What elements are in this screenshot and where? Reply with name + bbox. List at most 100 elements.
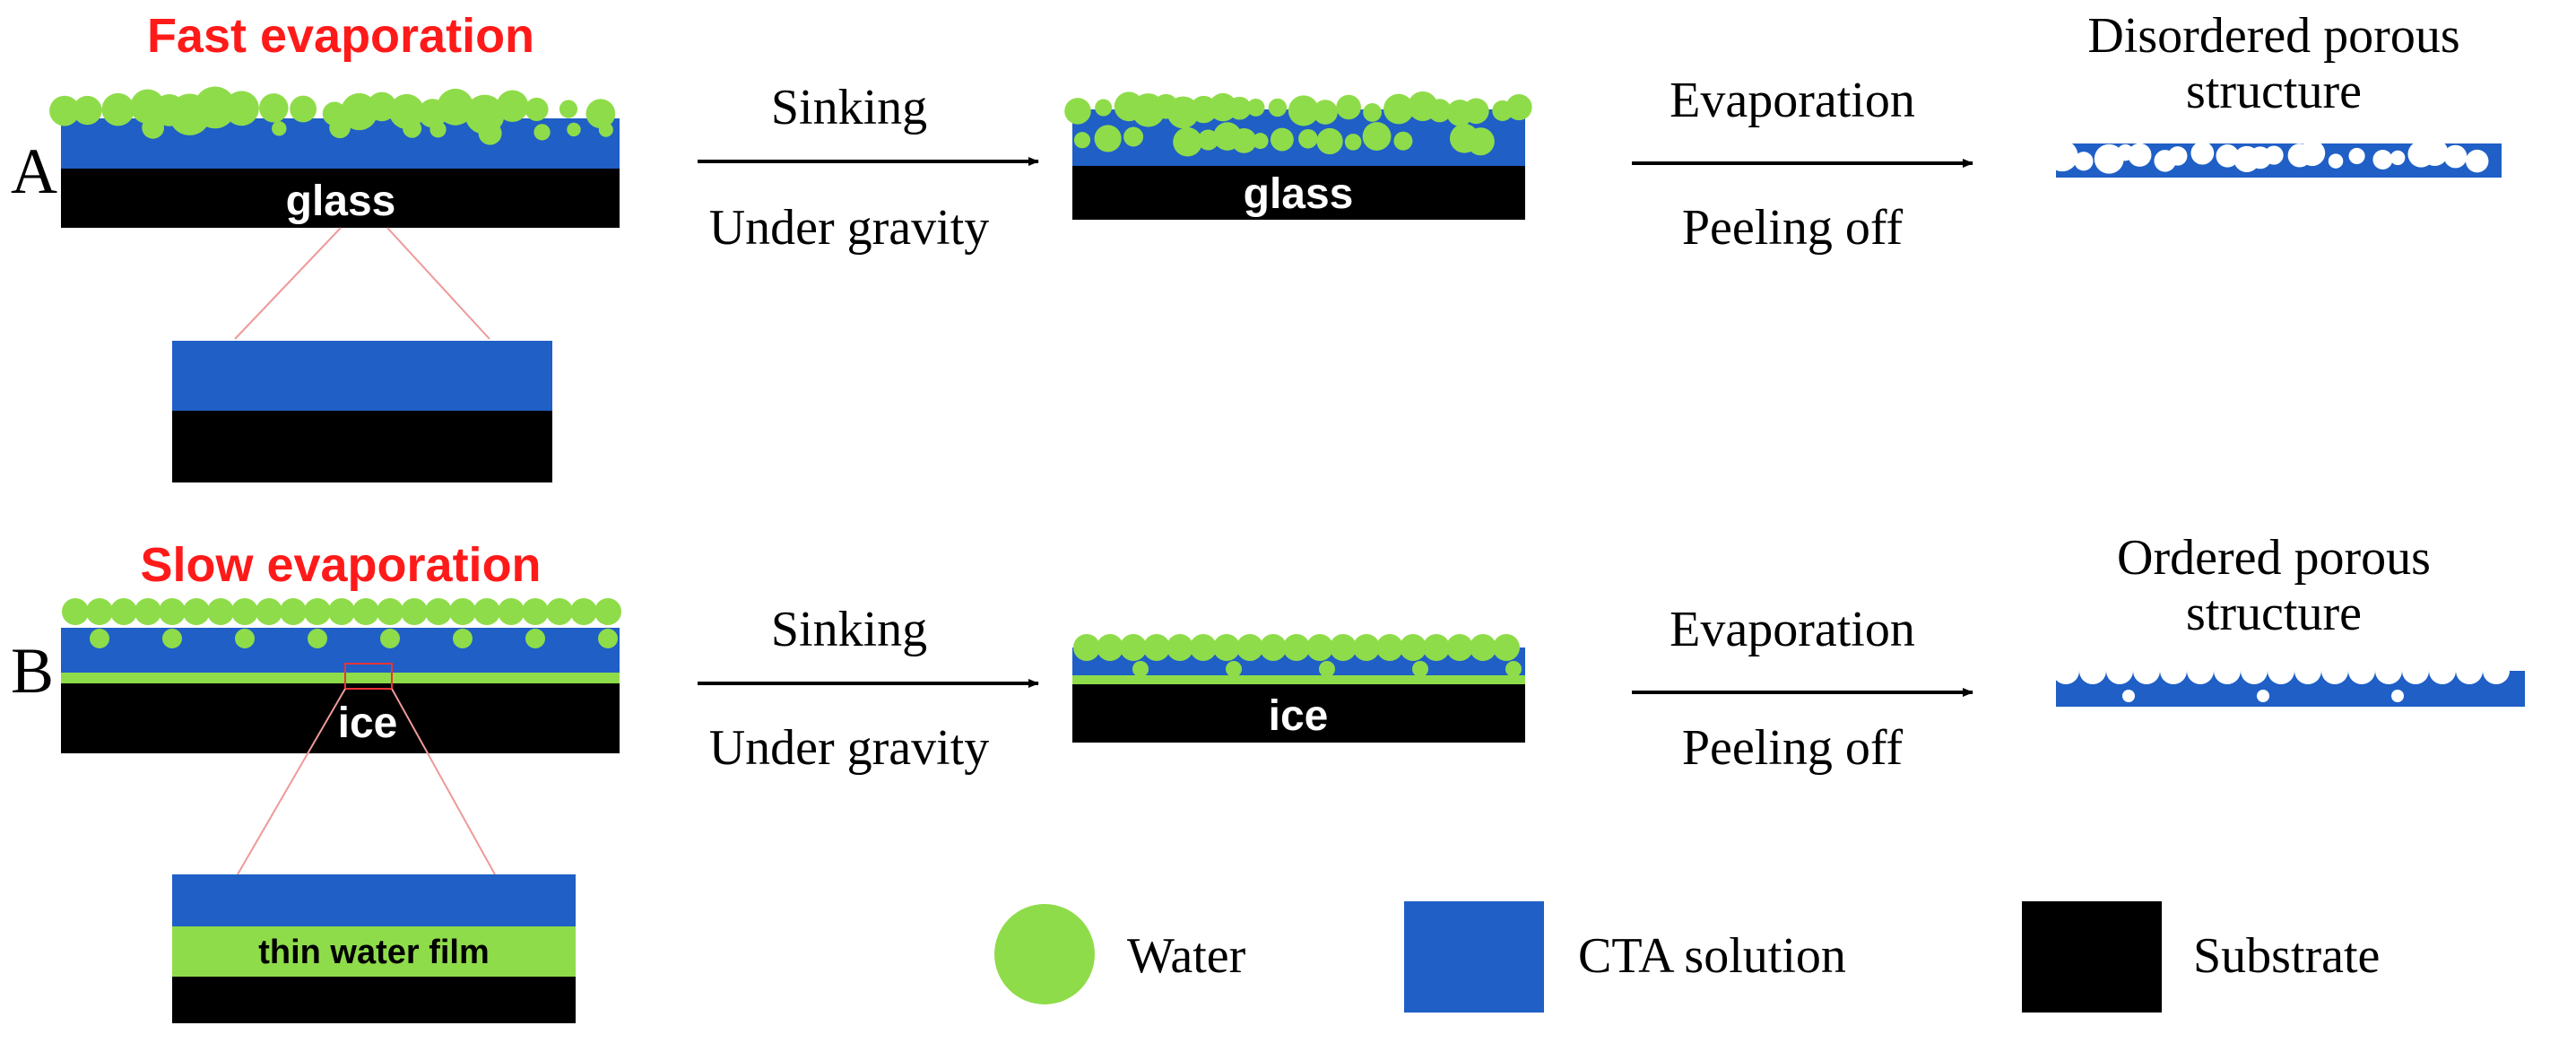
water-droplet: [1344, 134, 1362, 151]
pore: [2079, 657, 2106, 684]
pore: [2257, 690, 2269, 702]
row-b-step2-top-label: Evaporation: [1670, 602, 1915, 657]
row-a-substrate: [61, 169, 620, 228]
water-droplet: [308, 629, 327, 648]
row-a-sunk-film: glass: [1064, 91, 1532, 220]
row-a-zoom-line-left: [234, 227, 342, 340]
row-a-step2-top-label: Evaporation: [1670, 73, 1915, 128]
water-droplet: [1283, 634, 1310, 661]
pore: [2122, 690, 2135, 702]
pore: [2190, 141, 2215, 165]
water-droplet: [546, 598, 573, 625]
water-droplet: [1363, 103, 1382, 122]
water-droplet: [224, 91, 259, 126]
row-b-letter: B: [11, 635, 54, 707]
water-droplet: [1173, 126, 1202, 157]
water-droplet: [1362, 122, 1392, 151]
water-droplet: [1400, 634, 1427, 661]
water-droplet: [1427, 99, 1452, 123]
water-droplet: [425, 598, 452, 625]
water-droplet: [1260, 634, 1287, 661]
pore: [2294, 657, 2321, 684]
row-a-zoom-line-right: [386, 227, 490, 340]
water-droplet: [1336, 94, 1361, 120]
row-b-zoom-line-right: [391, 688, 496, 875]
pore: [2046, 140, 2078, 172]
row-b-result-line2: structure: [2186, 586, 2362, 641]
row-b-step1-top-label: Sinking: [771, 602, 927, 657]
pore: [2167, 146, 2188, 166]
row-b-step2-bottom-label: Peeling off: [1682, 720, 1904, 776]
water-droplet: [570, 598, 597, 625]
water-droplet: [207, 598, 234, 625]
water-droplet: [429, 121, 447, 138]
water-droplet: [1383, 93, 1414, 125]
row-b-sunk-substrate: [1072, 684, 1525, 743]
water-droplet: [1376, 634, 1403, 661]
water-droplet: [231, 598, 258, 625]
pore: [2106, 657, 2133, 684]
water-droplet: [1236, 634, 1263, 661]
row-a-step1-bottom-label: Under gravity: [709, 200, 990, 256]
water-droplet: [159, 598, 186, 625]
water-droplet: [449, 598, 476, 625]
water-droplet: [280, 598, 307, 625]
pore: [2052, 657, 2079, 684]
water-droplet: [142, 116, 165, 139]
row-b-zoom-line-left: [237, 688, 346, 875]
water-droplet: [1268, 98, 1288, 117]
row-b-step1-bottom-label: Under gravity: [709, 720, 990, 776]
row-b-title: Slow evaporation: [140, 538, 541, 592]
water-droplet: [162, 629, 182, 648]
row-b-water-droplets: [62, 598, 621, 648]
water-droplet: [585, 99, 616, 129]
row-a-inset-cta: [172, 341, 552, 411]
water-droplet: [1412, 661, 1428, 677]
row-b-zoom-inset: thin water film: [172, 874, 576, 1023]
pore: [2466, 149, 2489, 173]
water-droplet: [110, 598, 137, 625]
water-droplet: [352, 598, 379, 625]
water-droplet: [1316, 127, 1343, 155]
water-droplet: [1095, 99, 1113, 117]
water-droplet: [377, 598, 403, 625]
water-droplet: [1470, 634, 1496, 661]
row-a-sunk-substrate: [1072, 166, 1525, 220]
water-droplet: [1073, 634, 1100, 661]
water-droplet: [598, 629, 618, 648]
water-droplet: [525, 629, 545, 648]
water-droplet: [183, 598, 210, 625]
water-droplet: [1167, 634, 1193, 661]
water-droplet: [86, 598, 113, 625]
legend-substrate-swatch: [2022, 901, 2162, 1013]
water-droplet: [1252, 133, 1269, 150]
water-droplet: [1097, 634, 1123, 661]
water-droplet: [1197, 129, 1219, 151]
row-b-pores: [2052, 657, 2510, 702]
water-droplet: [328, 598, 355, 625]
water-droplet: [1143, 634, 1170, 661]
row-b-inset-substrate: [172, 977, 576, 1023]
pore: [2429, 657, 2456, 684]
row-a-zoom-inset: [172, 341, 552, 482]
row-b-result-line1: Ordered porous: [2117, 530, 2431, 586]
legend-cta-label: CTA solution: [1578, 928, 1846, 984]
row-a-disordered-porous-structure: [2046, 139, 2502, 178]
legend-cta-swatch: [1404, 901, 1544, 1013]
pore: [2375, 657, 2402, 684]
pore: [2456, 657, 2483, 684]
row-b-film-label: thin water film: [258, 934, 490, 971]
water-droplet: [437, 88, 474, 126]
water-droplet: [134, 598, 161, 625]
row-a-sunk-substrate-label: glass: [1244, 170, 1354, 218]
row-b-inset-water-film: [172, 926, 576, 977]
pore: [2094, 143, 2124, 174]
pore: [2133, 657, 2160, 684]
row-b-sunk-substrate-label: ice: [1269, 692, 1329, 740]
pore: [2421, 139, 2449, 166]
legend-substrate-label: Substrate: [2193, 928, 2380, 984]
water-droplet: [272, 121, 287, 136]
water-droplet: [235, 629, 255, 648]
water-droplet: [567, 122, 581, 137]
water-droplet: [367, 91, 397, 122]
